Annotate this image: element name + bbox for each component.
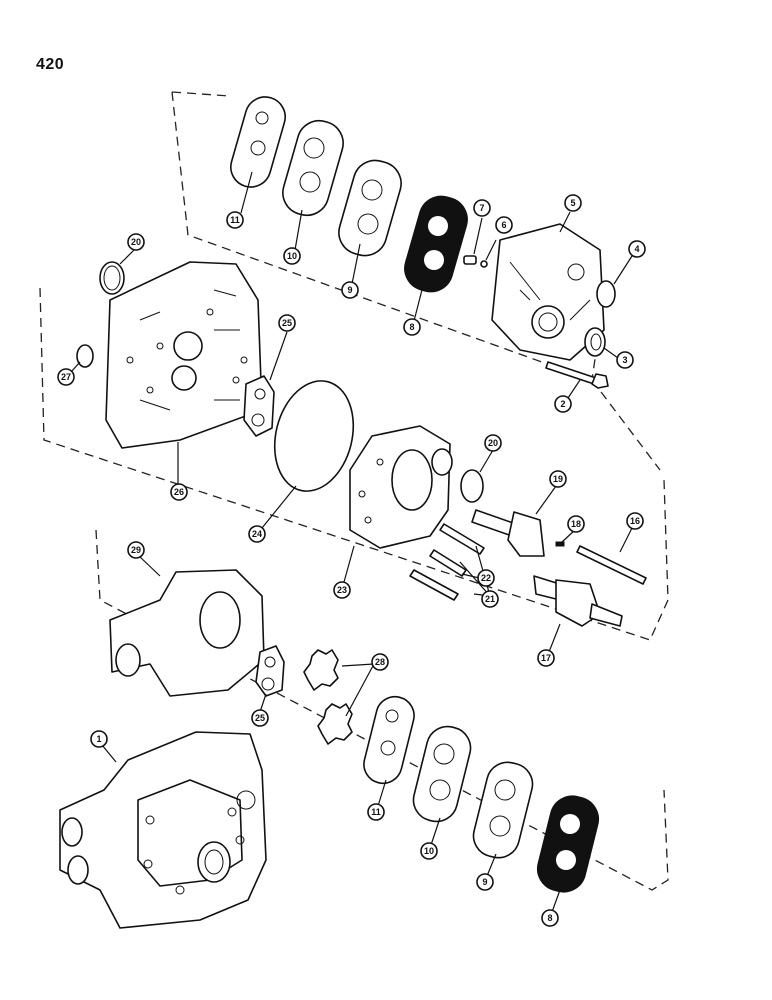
bolt-2: [545, 361, 609, 389]
svg-text:1: 1: [96, 734, 101, 744]
svg-text:8: 8: [409, 322, 414, 332]
body-23: [349, 425, 453, 549]
callout-27: 27: [57, 368, 75, 386]
plate-25-upper: [243, 375, 275, 437]
callout-9-bottom: 9: [476, 873, 494, 891]
svg-text:25: 25: [282, 318, 292, 328]
callout-11-top: 11: [226, 211, 244, 229]
svg-text:5: 5: [570, 198, 575, 208]
callout-8-top: 8: [403, 318, 421, 336]
oring-24: [273, 380, 355, 492]
svg-text:4: 4: [634, 244, 639, 254]
callout-11-bottom: 11: [367, 803, 385, 821]
svg-text:20: 20: [488, 438, 498, 448]
callout-18: 18: [567, 515, 585, 533]
plate-10-top: [282, 119, 344, 217]
callout-26: 26: [170, 483, 188, 501]
svg-text:3: 3: [622, 355, 627, 365]
callout-10-bottom: 10: [420, 842, 438, 860]
callout-19: 19: [549, 470, 567, 488]
gear-shaft-17: [533, 575, 623, 627]
svg-text:6: 6: [501, 220, 506, 230]
callout-7: 7: [473, 199, 491, 217]
group-outline-middle: [39, 287, 669, 641]
callout-20-right: 20: [484, 434, 502, 452]
plate-8-top: [404, 195, 468, 293]
gears-28: [303, 649, 353, 745]
callout-20-left: 20: [127, 233, 145, 251]
svg-text:23: 23: [337, 585, 347, 595]
svg-text:28: 28: [375, 657, 385, 667]
svg-text:25: 25: [255, 713, 265, 723]
svg-text:24: 24: [252, 529, 262, 539]
plate-10-bottom: [412, 725, 472, 823]
svg-text:21: 21: [485, 594, 495, 604]
svg-text:20: 20: [131, 237, 141, 247]
svg-text:9: 9: [482, 877, 487, 887]
oring-20-left: [99, 261, 125, 295]
plate-9-bottom: [472, 761, 534, 859]
callout-4: 4: [628, 240, 646, 258]
callout-25-upper: 25: [278, 314, 296, 332]
svg-text:19: 19: [553, 474, 563, 484]
callout-29: 29: [127, 541, 145, 559]
leader-lines: [70, 171, 633, 913]
oring-4: [596, 280, 616, 308]
callout-28: 28: [371, 653, 389, 671]
group-outline-top-2: [171, 91, 661, 471]
oring-27: [76, 344, 94, 368]
gear-shaft-19: [471, 509, 545, 557]
group-outline-top: [171, 91, 597, 381]
svg-text:11: 11: [371, 807, 381, 817]
seal-3: [584, 327, 606, 357]
svg-text:11: 11: [230, 215, 240, 225]
callout-1: 1: [90, 730, 108, 748]
plate-8-bottom: [536, 795, 600, 893]
svg-text:27: 27: [61, 372, 71, 382]
svg-text:16: 16: [630, 516, 640, 526]
callout-17: 17: [537, 649, 555, 667]
callout-8-bottom: 8: [541, 909, 559, 927]
svg-text:26: 26: [174, 487, 184, 497]
group-outline-bottom: [95, 529, 669, 891]
callout-2: 2: [554, 395, 572, 413]
callout-25-lower: 25: [251, 709, 269, 727]
ball-6: [480, 260, 488, 268]
pin-18: [555, 541, 565, 547]
callout-5: 5: [564, 194, 582, 212]
housing-29: [109, 569, 265, 697]
callout-10-top: 10: [283, 247, 301, 265]
plate-26: [105, 261, 263, 449]
callout-16: 16: [626, 512, 644, 530]
oring-20-right: [460, 469, 484, 503]
callout-21: 21: [481, 590, 499, 608]
svg-text:10: 10: [287, 251, 297, 261]
plate-25-lower: [255, 645, 285, 697]
callout-23: 23: [333, 581, 351, 599]
callout-3: 3: [616, 351, 634, 369]
plate-11-bottom: [363, 695, 415, 785]
svg-text:29: 29: [131, 545, 141, 555]
svg-text:22: 22: [481, 573, 491, 583]
svg-text:10: 10: [424, 846, 434, 856]
plate-9-top: [338, 159, 402, 257]
svg-text:9: 9: [347, 285, 352, 295]
callout-6: 6: [495, 216, 513, 234]
callout-9-top: 9: [341, 281, 359, 299]
cover-5: [491, 223, 605, 361]
svg-text:17: 17: [541, 653, 551, 663]
svg-text:7: 7: [479, 203, 484, 213]
svg-text:18: 18: [571, 519, 581, 529]
svg-text:8: 8: [547, 913, 552, 923]
callout-22: 22: [477, 569, 495, 587]
bolts-21-22: [409, 523, 485, 601]
plate-11-top: [230, 96, 286, 188]
svg-text:2: 2: [560, 399, 565, 409]
callout-24: 24: [248, 525, 266, 543]
pump-assembly-1: [59, 731, 267, 929]
shaft-16: [576, 545, 647, 585]
page-number: 420: [36, 56, 65, 73]
spring-7: [463, 255, 477, 265]
